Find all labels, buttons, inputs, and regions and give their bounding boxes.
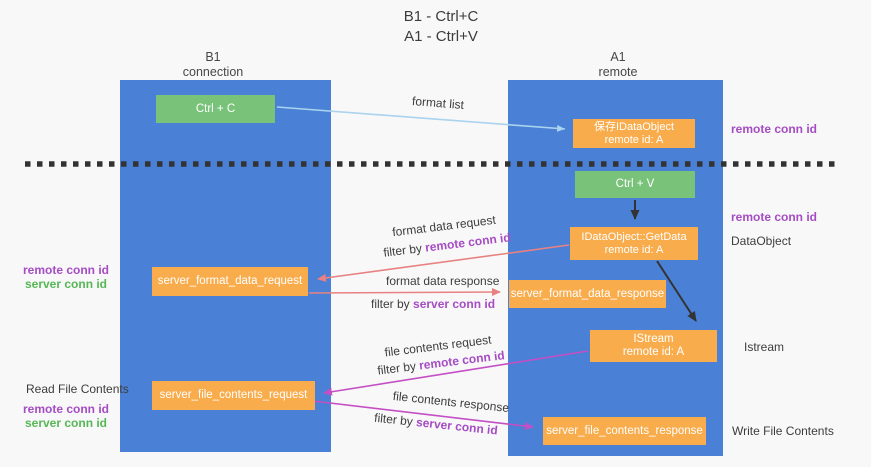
- filter-prefix: filter by: [373, 410, 417, 429]
- annotation-remote-conn-id-copy: remote conn id: [731, 122, 818, 136]
- lane-header-a1: A1 remote: [558, 50, 678, 80]
- istream-line1: IStream: [633, 333, 674, 345]
- filter-key-server-conn-id: server conn id: [413, 297, 496, 311]
- node-idataobject-getdata: IDataObject::GetData remote id: A: [570, 227, 698, 260]
- saved-idataobject-line2: remote id: A: [604, 133, 664, 146]
- lane-b1-name: B1: [205, 50, 221, 64]
- ctrl-c-label: Ctrl + C: [195, 102, 236, 115]
- annotation-file-remote-conn-id: remote conn id: [22, 402, 109, 416]
- annotation-write-file-contents: Write File Contents: [732, 424, 834, 438]
- filter-prefix: filter by: [371, 297, 414, 311]
- node-saved-idataobject: 保存IDataObject remote id: A: [573, 119, 695, 148]
- title-line-paste: A1 - Ctrl+V: [404, 28, 478, 45]
- getdata-line2: remote id: A: [604, 243, 664, 256]
- node-server-file-contents-request: server_file_contents_request: [152, 381, 315, 410]
- flow-label-format-data-response: format data response: [386, 274, 500, 288]
- flow-filter-format-data-response: filter by server conn id: [371, 297, 495, 311]
- getdata-line1: IDataObject::GetData: [581, 230, 687, 243]
- arrow-format-data-response: [308, 288, 501, 297]
- filter-prefix: filter by: [382, 240, 427, 260]
- annotation-read-file-contents: Read File Contents: [26, 382, 129, 396]
- diagram-title: B1 - Ctrl+C A1 - Ctrl+V: [341, 7, 541, 47]
- server-format-data-response-label: server_format_data_response: [510, 287, 665, 300]
- lane-a1-role: remote: [598, 65, 638, 79]
- lane-a1-name: A1: [610, 50, 626, 64]
- annotation-dataobject: DataObject: [731, 234, 792, 248]
- node-ctrl-c: Ctrl + C: [156, 95, 275, 123]
- node-server-file-contents-response: server_file_contents_response: [543, 417, 706, 445]
- node-ctrl-v: Ctrl + V: [575, 171, 695, 198]
- filter-key-server-conn-id: server conn id: [415, 415, 499, 438]
- istream-line2: remote id: A: [622, 346, 685, 358]
- flow-filter-file-contents-response: filter by server conn id: [373, 410, 499, 438]
- node-server-format-data-response: server_format_data_response: [509, 280, 666, 308]
- ctrl-v-label: Ctrl + V: [615, 178, 655, 190]
- flow-label-format-list: format list: [411, 93, 465, 113]
- lane-b1-role: connection: [182, 65, 244, 79]
- title-line-copy: B1 - Ctrl+C: [403, 8, 479, 25]
- filter-prefix: filter by: [376, 358, 421, 378]
- server-file-contents-response-label: server_file_contents_response: [546, 424, 703, 437]
- node-server-format-data-request: server_format_data_request: [152, 267, 308, 296]
- flow-label-file-contents-response: file contents response: [392, 388, 510, 416]
- annotation-remote-conn-id-paste: remote conn id: [731, 210, 818, 224]
- node-istream: IStream remote id: A: [590, 330, 717, 362]
- server-format-data-request-label: server_format_data_request: [157, 275, 303, 287]
- annotation-istream: Istream: [744, 340, 785, 354]
- annotation-format-server-conn-id: server conn id: [24, 277, 108, 291]
- annotation-file-server-conn-id: server conn id: [24, 416, 108, 430]
- server-file-contents-request-label: server_file_contents_request: [159, 389, 308, 401]
- saved-idataobject-line1: 保存IDataObject: [593, 120, 675, 133]
- lane-header-b1: B1 connection: [153, 50, 273, 80]
- annotation-format-remote-conn-id: remote conn id: [22, 263, 109, 277]
- filter-key-remote-conn-id: remote conn id: [424, 230, 512, 255]
